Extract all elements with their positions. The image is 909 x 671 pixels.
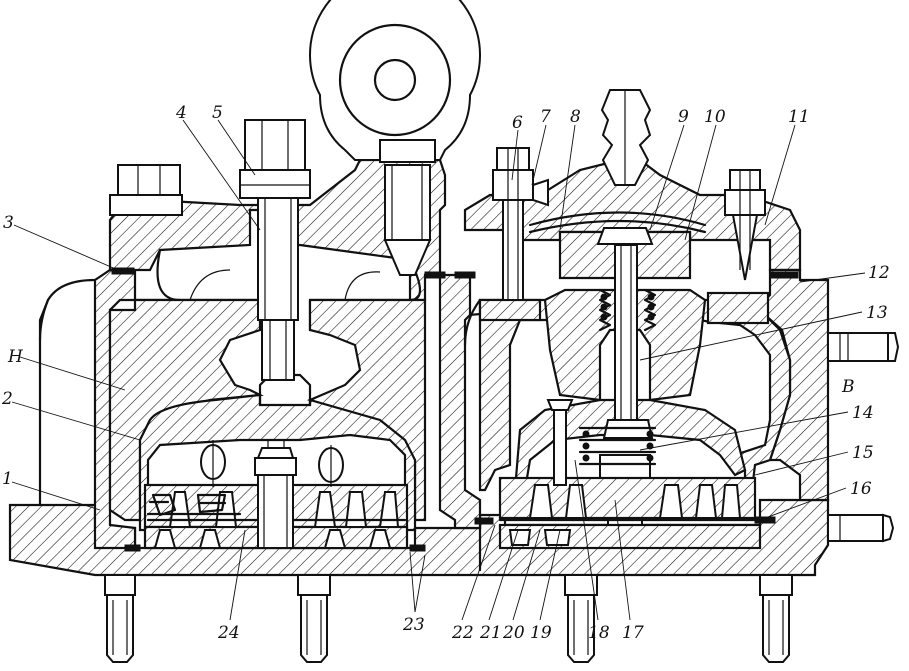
gaskets: [111, 267, 799, 552]
leader-lines: [11, 119, 866, 621]
right-guide-pin: [546, 399, 574, 486]
label-5: 5: [212, 103, 223, 123]
left-valve-springs: [148, 440, 344, 517]
callout-labels: 1 2 3 Н 4 5 6 7 8 9 10 11 12 13 В 14 15 …: [1, 103, 890, 643]
label-22: 22: [451, 623, 474, 643]
label-10: 10: [704, 107, 726, 127]
stud-1: [104, 574, 136, 663]
label-8: 8: [570, 107, 581, 127]
label-21: 21: [479, 623, 502, 643]
right-stud-6: [492, 147, 549, 301]
label-13: 13: [866, 303, 888, 323]
right-inner-cage: [478, 291, 792, 492]
label-17: 17: [622, 623, 644, 643]
right-stud-11: [724, 169, 766, 281]
label-18: 18: [588, 623, 610, 643]
right-valve-plate: [498, 476, 762, 550]
label-14: 14: [852, 403, 874, 423]
right-upper-spring: [598, 288, 657, 332]
left-central-bolt: [254, 440, 297, 549]
right-head-top-plug: [600, 89, 652, 186]
label-B: В: [841, 377, 855, 397]
label-11: 11: [788, 107, 810, 127]
label-19: 19: [530, 623, 552, 643]
stud-2: [297, 574, 331, 663]
stud-3: [564, 574, 598, 663]
label-24: 24: [217, 623, 240, 643]
label-16: 16: [850, 479, 872, 499]
left-cover-nut: [109, 164, 183, 216]
label-3: 3: [3, 213, 14, 233]
drain-fitting-16: [827, 513, 895, 543]
label-20: 20: [502, 623, 525, 643]
label-15: 15: [852, 443, 874, 463]
label-9: 9: [678, 107, 689, 127]
label-12: 12: [868, 263, 890, 283]
lifting-eye: [309, 0, 481, 276]
discharge-fitting-13: [827, 332, 900, 362]
mounting-studs: [104, 574, 793, 663]
label-1: 1: [2, 469, 13, 489]
label-6: 6: [512, 113, 523, 133]
label-23: 23: [402, 615, 425, 635]
right-lower-spring: [578, 426, 657, 466]
label-7: 7: [540, 107, 551, 127]
left-adjusting-bolt: [239, 119, 311, 381]
label-2: 2: [1, 389, 13, 409]
label-H: Н: [7, 347, 24, 367]
label-4: 4: [175, 103, 187, 123]
stud-4: [759, 574, 793, 663]
right-discharge-cage: [513, 288, 747, 492]
